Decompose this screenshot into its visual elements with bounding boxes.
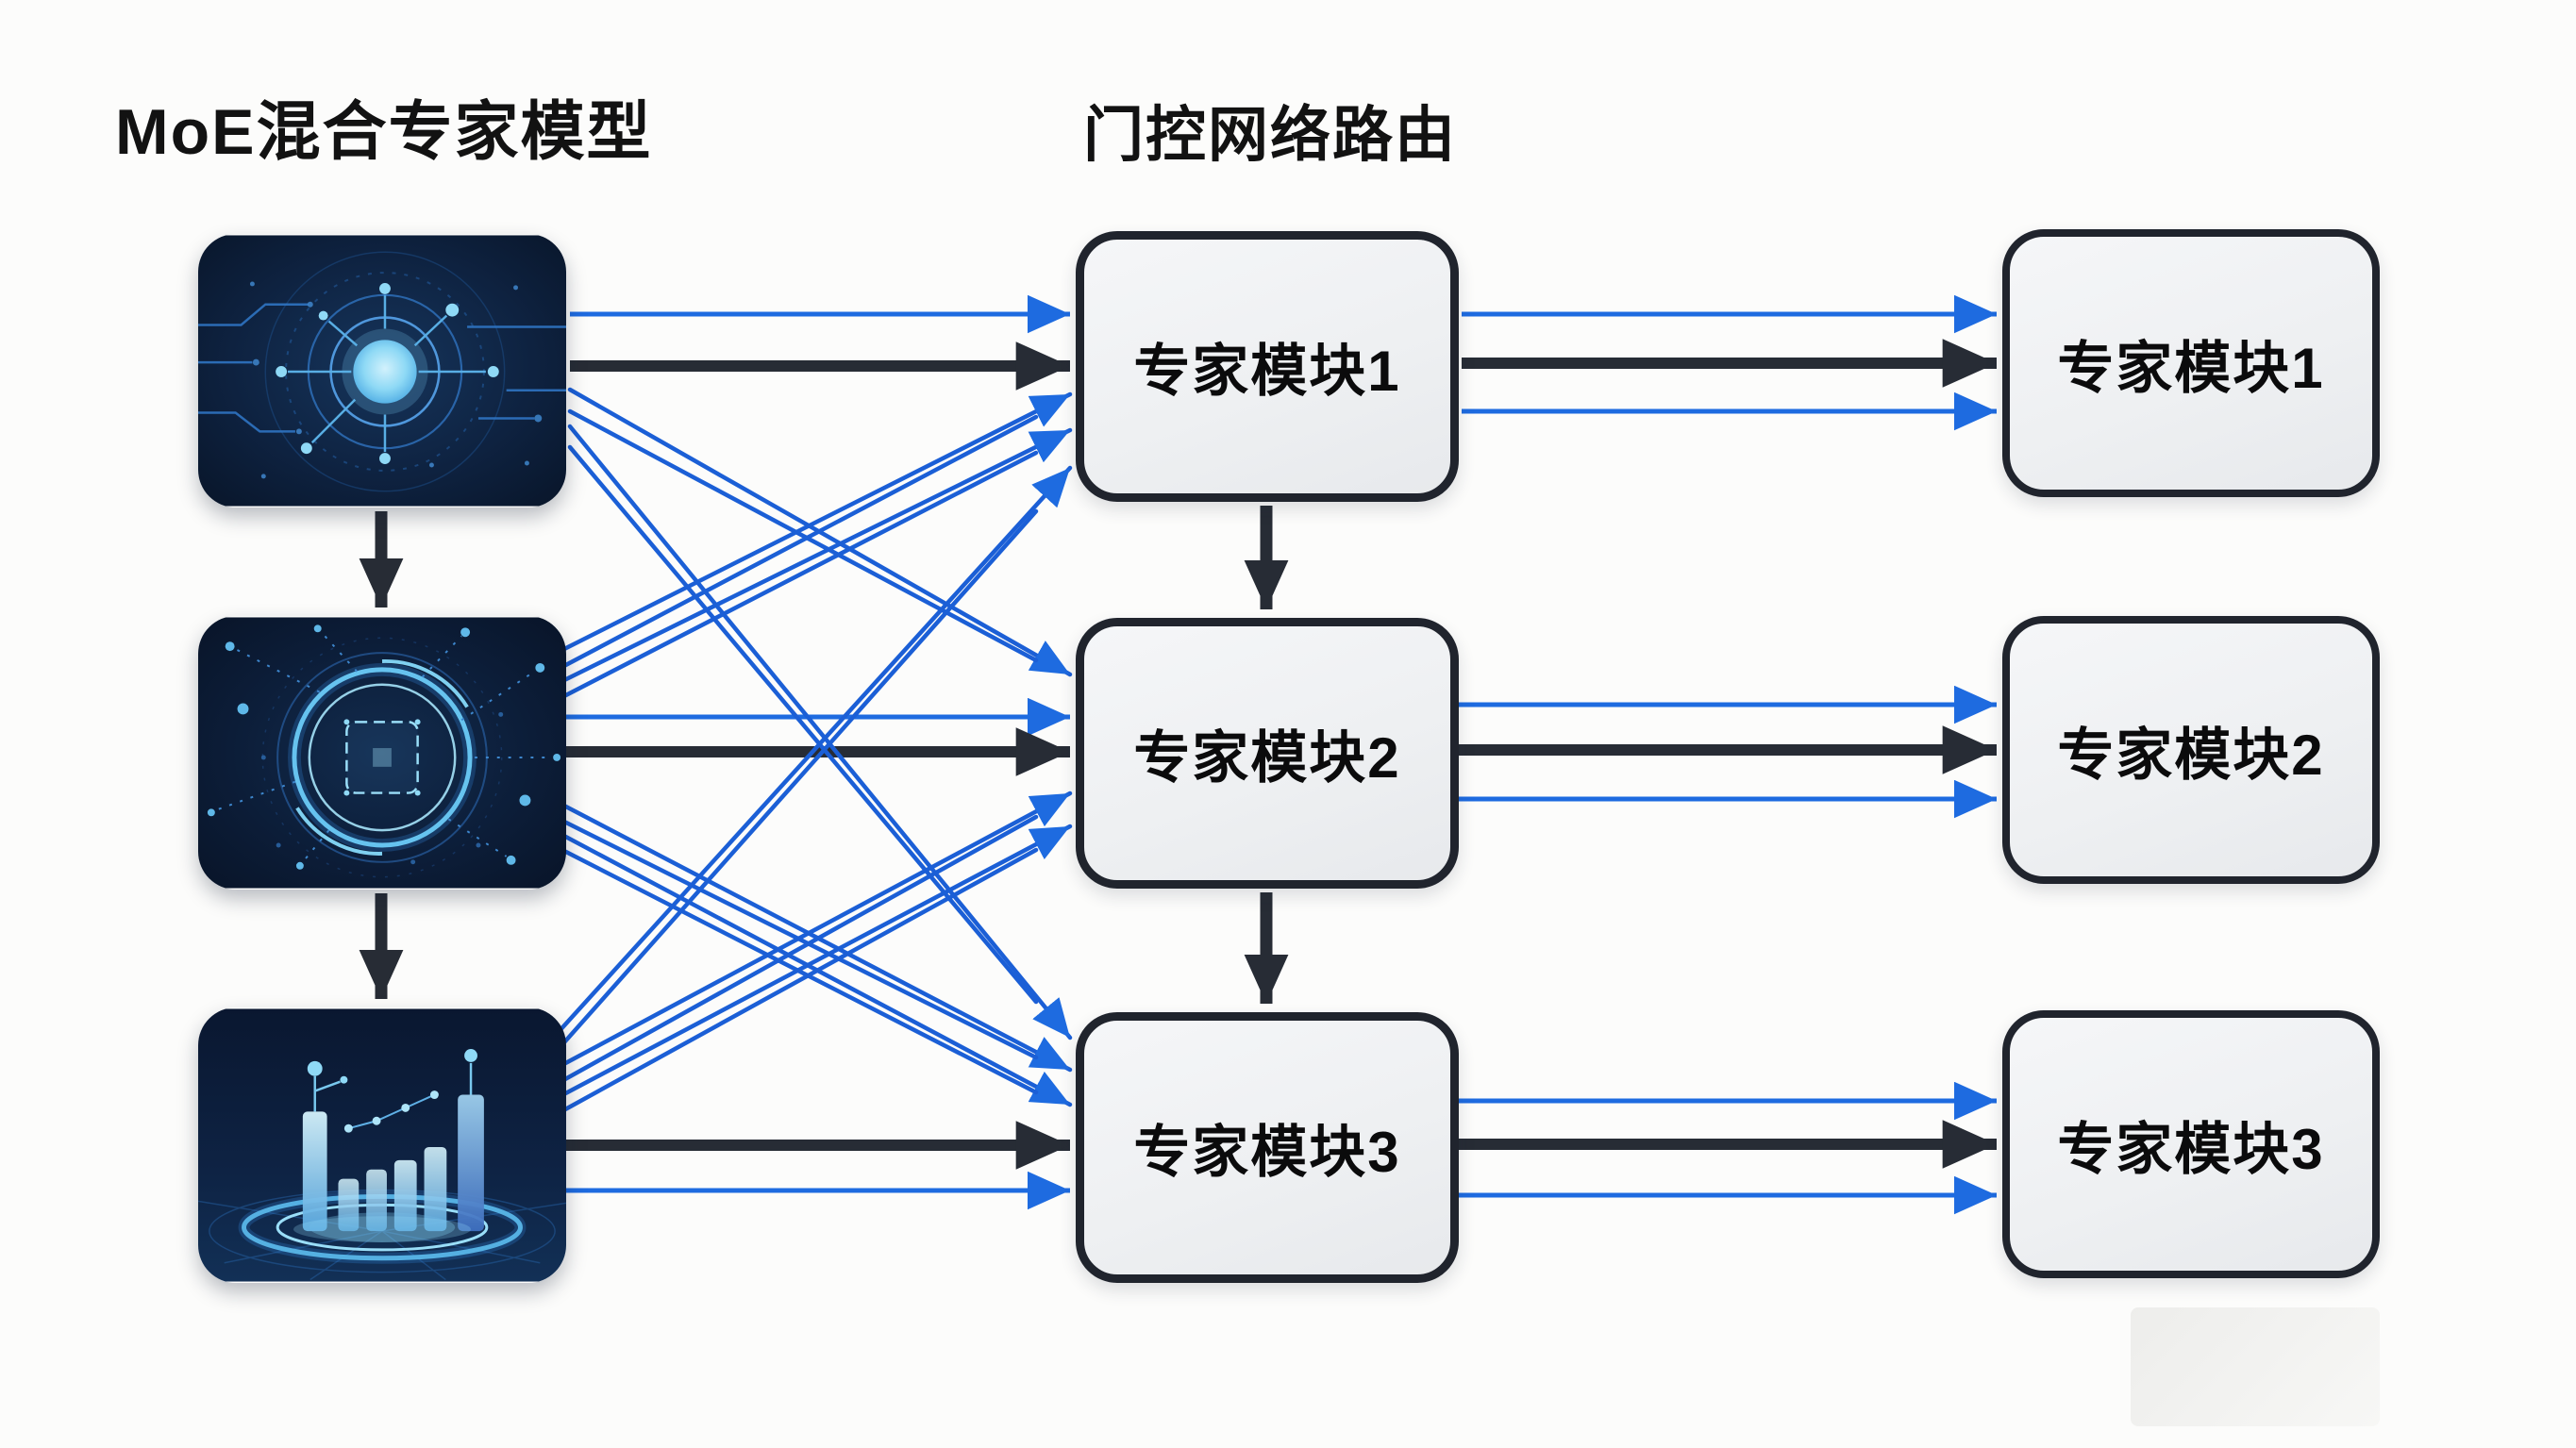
- title-gating-network: 门控网络路由: [1083, 101, 1457, 169]
- expert-module-right-2: 专家模块2: [2002, 616, 2380, 884]
- title-moe-model: MoE混合专家模型: [115, 96, 653, 168]
- neural-core-image: [198, 234, 566, 508]
- expert-module-middle-2-label: 专家模块2: [1133, 726, 1401, 790]
- expert-module-middle-3-label: 专家模块3: [1133, 1121, 1401, 1184]
- expert-module-right-3-label: 专家模块3: [2057, 1117, 2325, 1181]
- expert-module-right-1: 专家模块1: [2002, 229, 2380, 497]
- expert-module-right-3: 专家模块3: [2002, 1010, 2380, 1278]
- watermark-area: [2131, 1307, 2380, 1426]
- bar-chart-hologram-image: [198, 1007, 566, 1283]
- chip-ring-image: [198, 616, 566, 890]
- expert-module-right-1-label: 专家模块1: [2057, 336, 2325, 400]
- expert-module-right-2-label: 专家模块2: [2057, 723, 2325, 787]
- expert-module-middle-3: 专家模块3: [1076, 1012, 1459, 1283]
- expert-module-middle-2: 专家模块2: [1076, 618, 1459, 889]
- expert-module-middle-1-label: 专家模块1: [1133, 340, 1401, 403]
- expert-module-middle-1: 专家模块1: [1076, 231, 1459, 502]
